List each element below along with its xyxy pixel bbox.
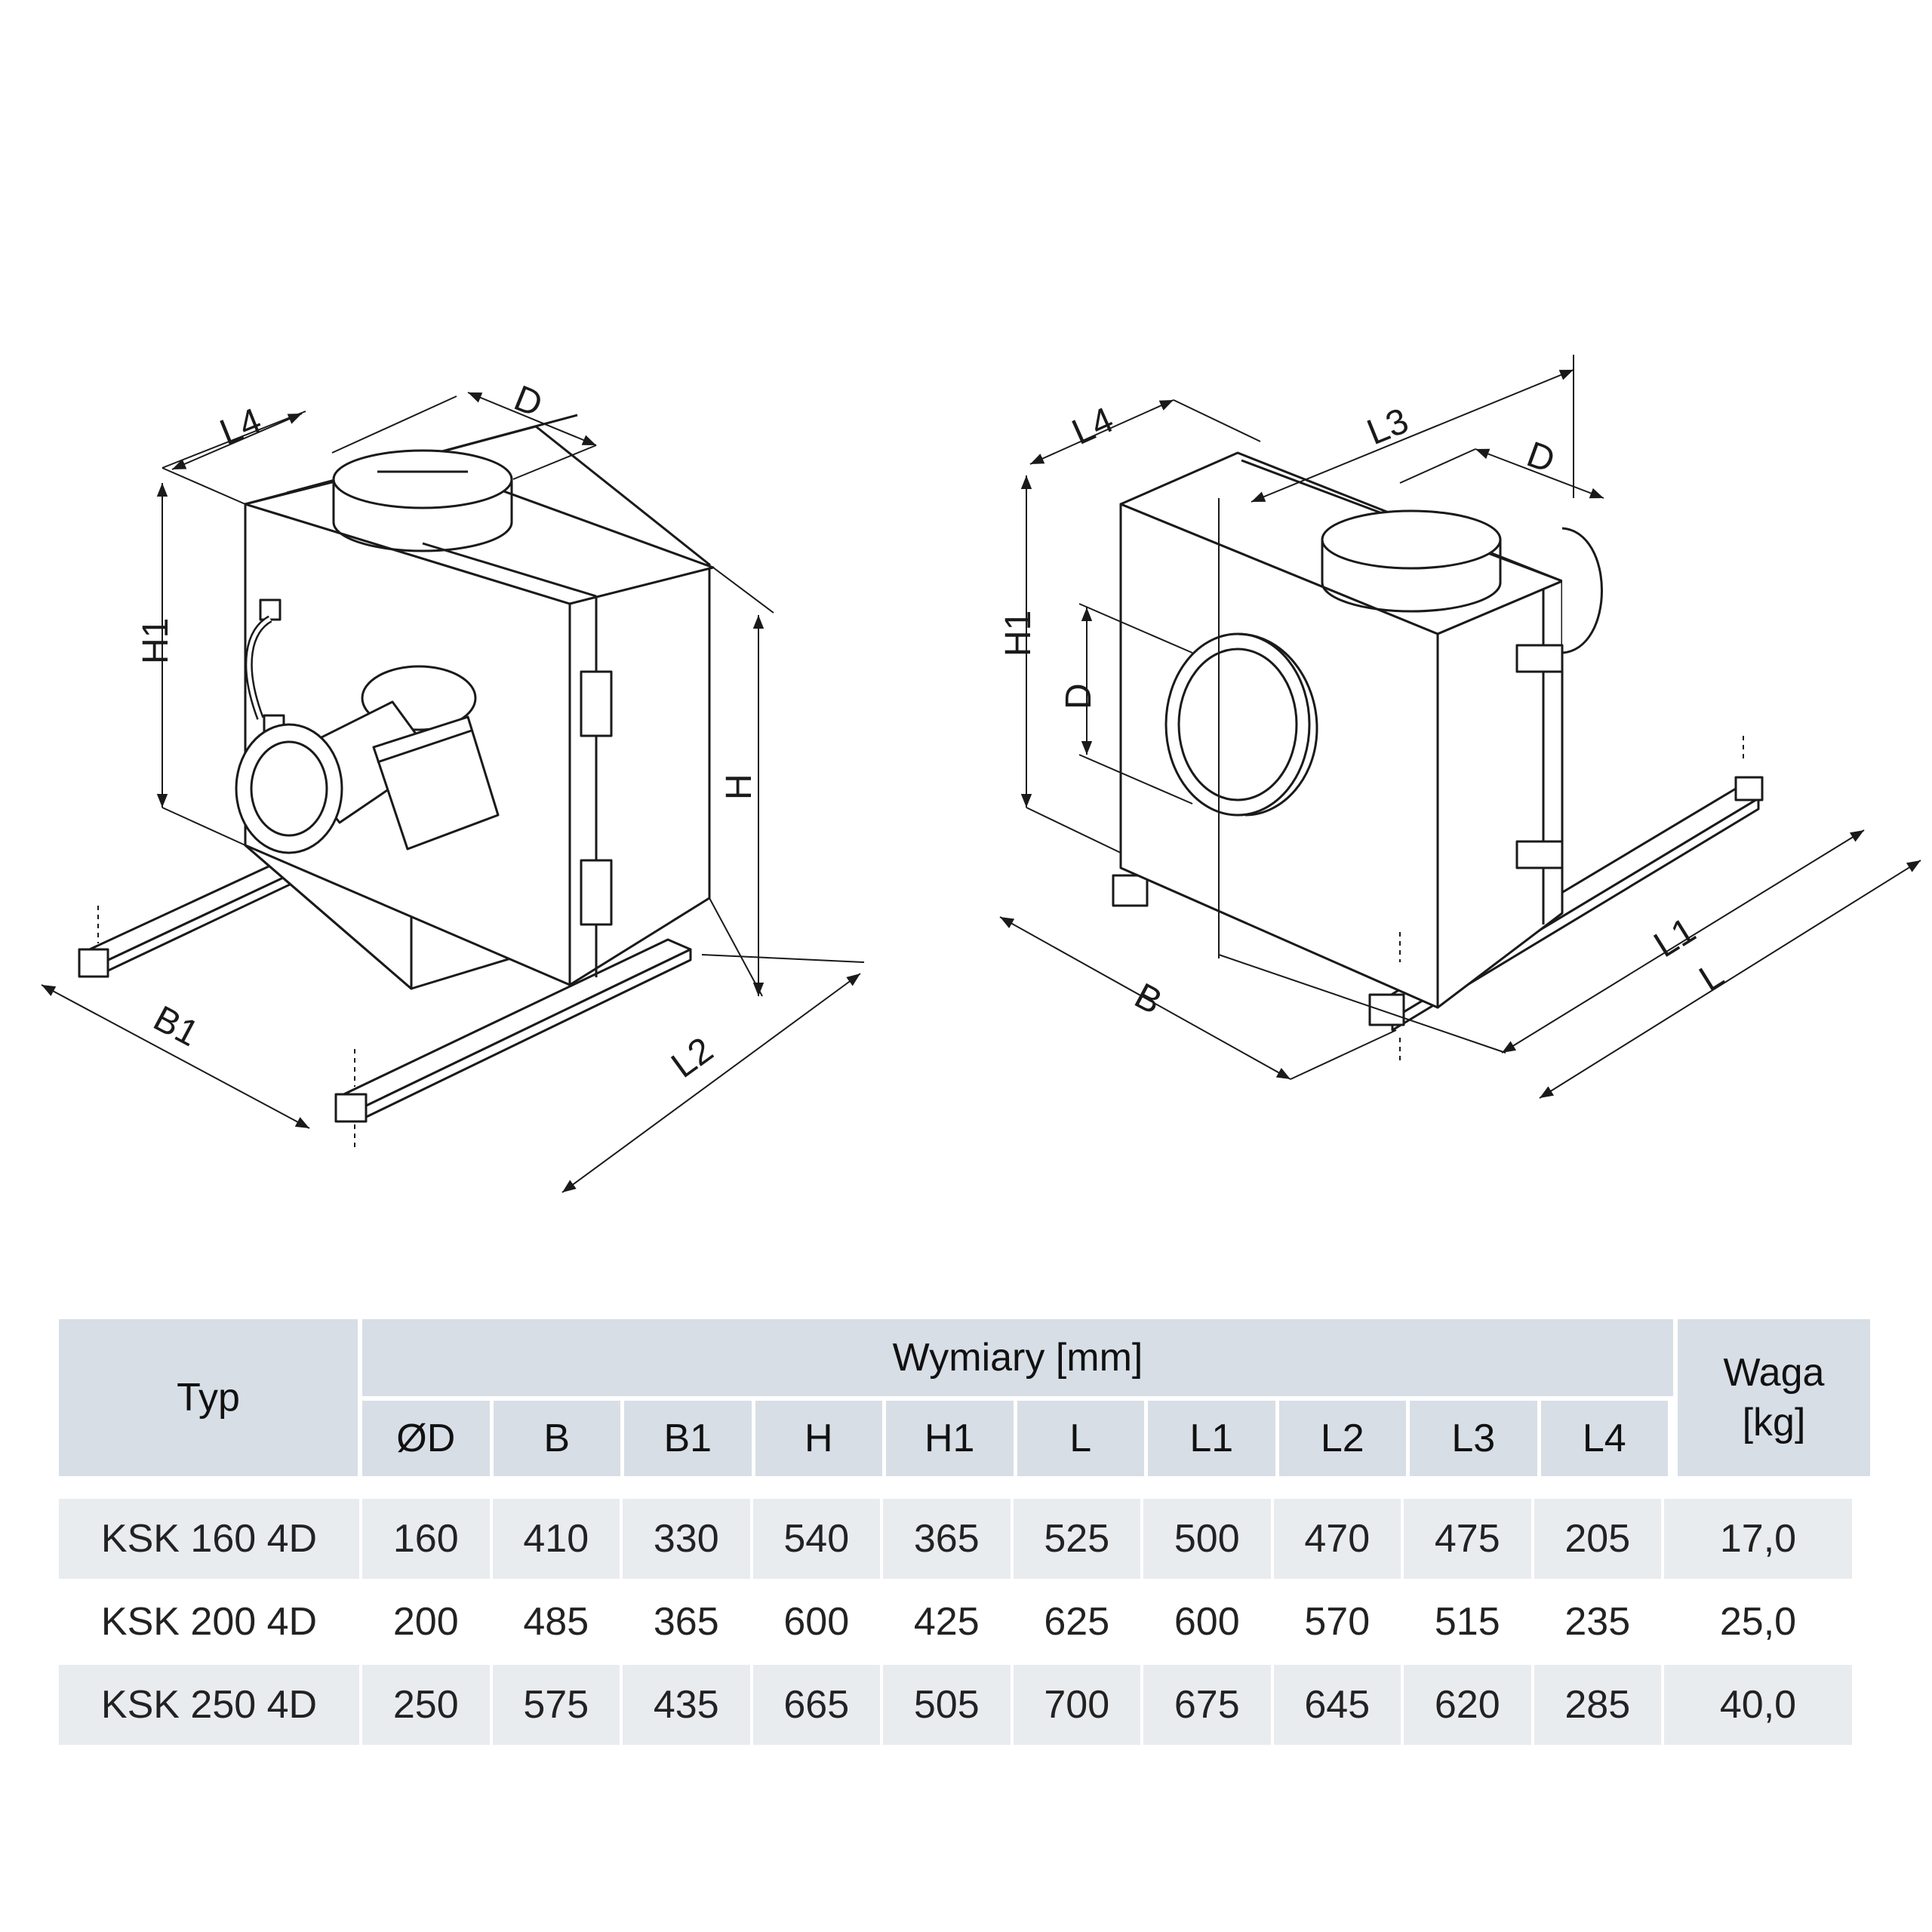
table-row: KSK 200 4D 200 485 365 600 425 625 600 570 515 235… xyxy=(59,1582,1870,1662)
value-cell: 205 xyxy=(1534,1499,1661,1579)
weight-cell: 40,0 xyxy=(1664,1665,1852,1745)
value-cell: 600 xyxy=(783,1600,850,1644)
right-unit-view xyxy=(999,355,1921,1099)
value-cell: 235 xyxy=(1564,1600,1631,1644)
value-cell: 525 xyxy=(1013,1499,1140,1579)
dim-label-d-top: D xyxy=(1521,435,1560,481)
header-waga-label: Waga xyxy=(1723,1351,1825,1395)
value-cell: 515 xyxy=(1434,1600,1500,1644)
value-cell: 330 xyxy=(623,1499,750,1579)
value-cell: 540 xyxy=(752,1499,880,1579)
column-header: L1 xyxy=(1148,1401,1275,1476)
value-cell: 700 xyxy=(1013,1665,1140,1745)
column-header: B xyxy=(493,1401,620,1476)
value-cell: 365 xyxy=(883,1499,1011,1579)
dim-label-l: L xyxy=(1693,955,1731,999)
weight-cell: 25,0 xyxy=(1719,1600,1797,1644)
dim-label-d: D xyxy=(509,378,548,425)
value-cell: 475 xyxy=(1404,1499,1531,1579)
column-header: ØD xyxy=(362,1401,490,1476)
column-header: L2 xyxy=(1278,1401,1406,1476)
value-cell: 425 xyxy=(913,1600,980,1644)
header-wymiary: Wymiary [mm] xyxy=(362,1319,1673,1396)
technical-drawing: L4 D H1 H B1 L2 xyxy=(41,355,1921,1193)
dim-label-h1-right: H1 xyxy=(998,611,1038,657)
header-typ: Typ xyxy=(59,1319,358,1476)
type-cell: KSK 200 4D xyxy=(100,1600,318,1644)
dim-label-b: B xyxy=(1128,976,1168,1023)
dim-label-h1: H1 xyxy=(136,618,176,664)
dim-label-l2: L2 xyxy=(664,1030,720,1086)
dim-label-l4: L4 xyxy=(214,401,266,453)
dim-label-l3: L3 xyxy=(1361,401,1414,453)
column-header: L xyxy=(1017,1401,1144,1476)
column-header: L4 xyxy=(1540,1401,1668,1476)
value-cell: 200 xyxy=(392,1600,459,1644)
value-cell: 365 xyxy=(653,1600,719,1644)
value-cell: 575 xyxy=(492,1665,620,1745)
column-header: H1 xyxy=(886,1401,1014,1476)
value-cell: 250 xyxy=(362,1665,490,1745)
column-header: H xyxy=(755,1401,882,1476)
header-waga-unit: [kg] xyxy=(1742,1401,1806,1444)
weight-cell: 17,0 xyxy=(1664,1499,1852,1579)
value-cell: 600 xyxy=(1174,1600,1240,1644)
value-cell: 160 xyxy=(362,1499,490,1579)
value-cell: 645 xyxy=(1273,1665,1401,1745)
value-cell: 665 xyxy=(752,1665,880,1745)
value-cell: 435 xyxy=(623,1665,750,1745)
motor xyxy=(235,665,500,854)
dim-label-h: H xyxy=(719,774,759,800)
type-cell: KSK 250 4D xyxy=(59,1665,359,1745)
left-unit-view xyxy=(41,392,865,1193)
column-header: B1 xyxy=(624,1401,752,1476)
header-waga: Waga [kg] xyxy=(1678,1319,1870,1476)
value-cell: 285 xyxy=(1534,1665,1661,1745)
dim-label-d-side: D xyxy=(1059,683,1099,709)
value-cell: 620 xyxy=(1404,1665,1531,1745)
value-cell: 500 xyxy=(1143,1499,1271,1579)
value-cell: 470 xyxy=(1273,1499,1401,1579)
column-header: L3 xyxy=(1410,1401,1537,1476)
dim-label-l1: L1 xyxy=(1647,910,1703,965)
value-cell: 505 xyxy=(883,1665,1011,1745)
value-cell: 570 xyxy=(1304,1600,1371,1644)
value-cell: 625 xyxy=(1044,1600,1110,1644)
value-cell: 675 xyxy=(1143,1665,1271,1745)
value-cell: 485 xyxy=(523,1600,589,1644)
type-cell: KSK 160 4D xyxy=(59,1499,359,1579)
value-cell: 410 xyxy=(492,1499,620,1579)
